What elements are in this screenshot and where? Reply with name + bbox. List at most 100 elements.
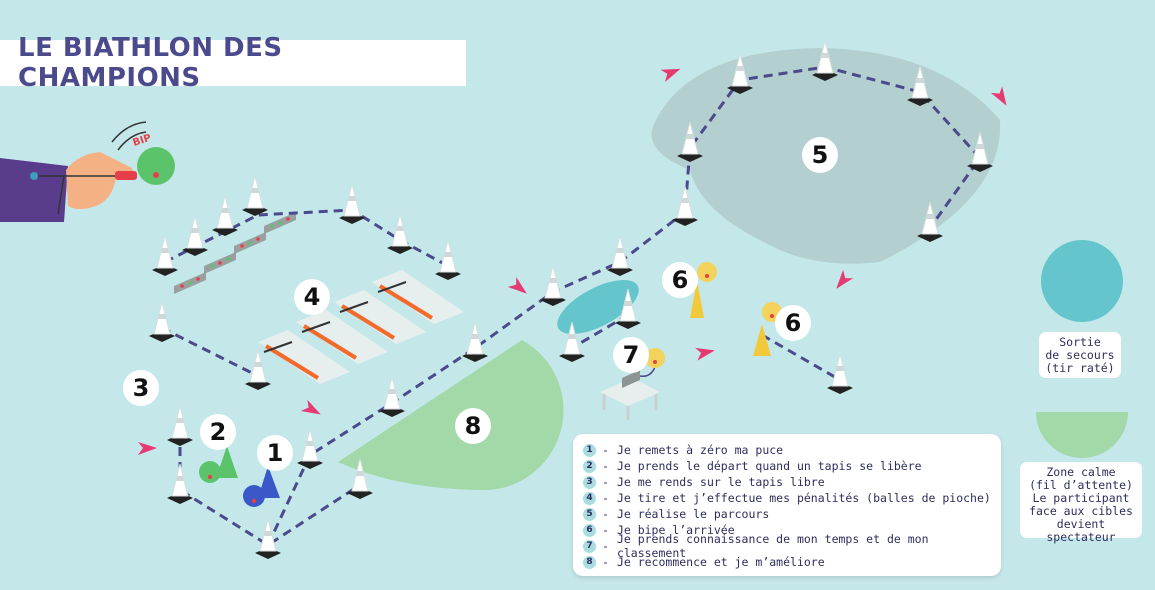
step-marker-label: 1: [267, 439, 284, 467]
step-marker-3: 3: [123, 370, 159, 406]
cone-icon: [727, 53, 753, 94]
chip-reader-icon: [645, 348, 665, 368]
beep-text: BIP: [132, 133, 153, 149]
step-marker-label: 7: [623, 341, 640, 369]
cone-icon: [167, 463, 193, 504]
cone-icon: [152, 235, 178, 276]
target-bar: [234, 232, 266, 254]
wristband-chip-icon: [30, 172, 38, 180]
cone-icon: [672, 185, 698, 226]
legend-number: 4: [583, 491, 596, 505]
legend-text: Je réalise le parcours: [616, 507, 770, 521]
legend-number: 2: [583, 459, 596, 473]
exit-zone-ellipse: [557, 280, 639, 334]
legend-number: 5: [583, 507, 596, 521]
path-line: [178, 432, 361, 547]
step-marker-label: 6: [785, 309, 802, 337]
step-marker-1: 1: [257, 435, 293, 471]
mat: [372, 270, 464, 324]
direction-arrow-icon: [836, 269, 854, 289]
start-cone-blue: [258, 466, 280, 498]
chip-green-icon: [199, 461, 221, 483]
path-line: [161, 326, 259, 378]
cone-icon: [435, 239, 461, 280]
cone-icon: [812, 40, 838, 81]
cone-icon: [907, 65, 933, 106]
legend-item: 8-Je recommence et je m’améliore: [583, 554, 991, 570]
step-marker-label: 2: [210, 418, 227, 446]
step-marker-5: 5: [802, 137, 838, 173]
cone-icon: [212, 195, 238, 236]
mat: [334, 290, 426, 344]
cone-icon: [182, 215, 208, 256]
step-marker-6: 6: [775, 305, 811, 341]
legend-text: Je prends connaissance de mon temps et d…: [616, 532, 929, 560]
step-marker-2: 2: [200, 414, 236, 450]
calm-zone-label: Zone calme (fil d’attente) Le participan…: [1020, 462, 1142, 544]
rifle: [339, 301, 396, 340]
chip-blue-icon: [243, 485, 265, 507]
legend-number: 3: [583, 475, 596, 489]
sleeve: [0, 158, 68, 222]
legend-text: Je me rends sur le tapis libre: [616, 475, 825, 489]
mat: [296, 310, 388, 364]
chip-green-icon: [137, 147, 175, 185]
start-cone-green: [216, 446, 238, 478]
cone-icon: [607, 235, 633, 276]
legend-number: 8: [583, 555, 596, 569]
finish-cone: [690, 280, 704, 318]
step-marker-6: 6: [662, 262, 698, 298]
result-table: [600, 363, 660, 420]
cone-icon: [379, 376, 405, 417]
legend-item: 1-Je remets à zéro ma puce: [583, 442, 991, 458]
legend-text: Je bipe l’arrivée: [616, 523, 735, 537]
cone-icon: [339, 183, 365, 224]
mat: [258, 330, 350, 384]
legend-item: 4-Je tire et j’effectue mes pénalités (b…: [583, 490, 991, 506]
step-marker-label: 8: [465, 412, 482, 440]
shooting-mats: [174, 212, 464, 384]
signal-icon: [111, 121, 147, 143]
cone-icon: [540, 265, 566, 306]
cone-icon: [242, 175, 268, 216]
calm-zone-8: [338, 340, 564, 490]
step-marker-label: 5: [812, 141, 829, 169]
step-marker-7: 7: [613, 337, 649, 373]
path-line: [571, 313, 629, 350]
direction-arrow-icon: [990, 86, 1007, 106]
cone-icon: [245, 349, 271, 390]
legend-text: Je prends le départ quand un tapis se li…: [616, 459, 922, 473]
cone-icon: [347, 458, 373, 499]
step-marker-label: 4: [304, 283, 321, 311]
chip-device: [115, 171, 137, 180]
legend-number: 1: [583, 443, 596, 457]
cone-icon: [255, 518, 281, 559]
cone-icon: [827, 353, 853, 394]
cone-icon: [677, 121, 703, 162]
target-bar: [264, 212, 296, 234]
cone-icon: [167, 405, 193, 446]
legend-number: 7: [583, 539, 596, 553]
laptop-icon: [622, 370, 640, 388]
legend-exit-circle: [1041, 240, 1123, 322]
legend-item: 5-Je réalise le parcours: [583, 506, 991, 522]
hand-beeping-chip: BIP: [0, 121, 175, 222]
step-marker-label: 6: [672, 266, 689, 294]
cone-icon: [297, 428, 323, 469]
cone-icon: [149, 301, 175, 342]
step-marker-8: 8: [455, 408, 491, 444]
step-marker-label: 3: [133, 374, 150, 402]
direction-arrow-icon: [695, 347, 715, 361]
legend-item: 3-Je me rends sur le tapis libre: [583, 474, 991, 490]
step-marker-4: 4: [294, 279, 330, 315]
path-line: [761, 333, 841, 382]
direction-arrow-icon: [300, 399, 321, 415]
page-title: LE BIATHLON DES CHAMPIONS: [18, 33, 283, 93]
rifle: [301, 321, 358, 360]
cone-icon: [967, 131, 993, 172]
cone-icon: [387, 213, 413, 254]
legend-text: Je recommence et je m’améliore: [616, 555, 825, 569]
cone-icon: [615, 288, 641, 329]
